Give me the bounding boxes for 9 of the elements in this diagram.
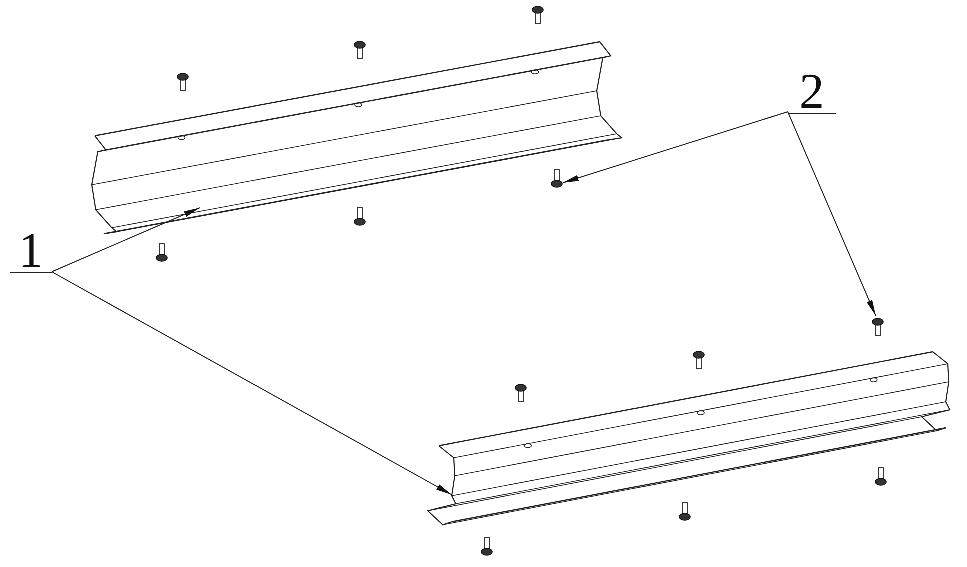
leader-line (52, 208, 200, 272)
leader-line (52, 272, 452, 496)
callout-number: 1 (10, 228, 52, 273)
channel-rail-drawing (426, 351, 951, 526)
screw-drawing (872, 318, 884, 336)
channel-rail-drawing (91, 41, 624, 235)
callout-number: 2 (788, 69, 836, 114)
leader-line (788, 112, 876, 316)
leader-line (562, 112, 788, 184)
